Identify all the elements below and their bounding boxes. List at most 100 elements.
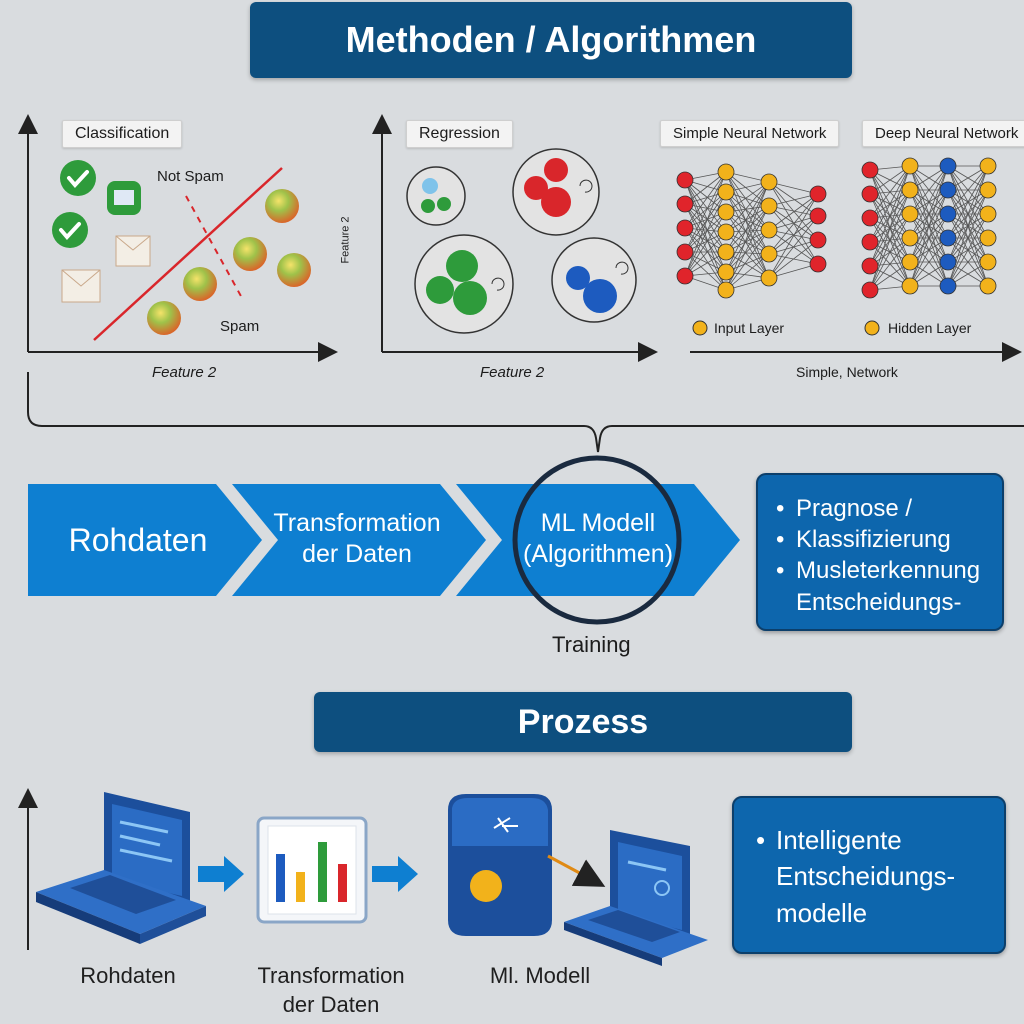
flow-model-line1: ML Modell xyxy=(540,509,656,537)
network-edge xyxy=(684,171,727,253)
network-edge xyxy=(684,191,727,253)
cluster-blue xyxy=(551,237,637,323)
network-edge xyxy=(725,205,770,273)
network-node xyxy=(760,173,778,191)
network-edge xyxy=(684,203,727,253)
network-node xyxy=(939,229,957,247)
network-node xyxy=(901,205,919,223)
network-node xyxy=(809,231,827,249)
flow-model-line2: (Algorithmen) xyxy=(522,540,674,569)
regression-axes xyxy=(372,114,658,362)
network-node xyxy=(676,171,694,189)
network-node xyxy=(809,185,827,203)
network-edge xyxy=(725,229,770,291)
envelope-icon xyxy=(61,269,101,303)
network-edge xyxy=(684,171,727,229)
network-node xyxy=(861,257,879,275)
network-node xyxy=(760,269,778,287)
network-edge xyxy=(768,193,819,279)
not-spam-label: Not Spam xyxy=(157,168,224,185)
spam-label: Spam xyxy=(220,318,260,335)
network-edge xyxy=(684,203,727,273)
legend-input-label: Input Layer xyxy=(714,320,785,336)
network-node xyxy=(939,277,957,295)
network-node xyxy=(939,181,957,199)
network-node xyxy=(901,277,919,295)
network-node xyxy=(861,281,879,299)
network-edge xyxy=(684,211,727,253)
network-edge xyxy=(909,189,949,287)
process-result-line2: Entscheidungs- xyxy=(776,861,956,892)
legend-hidden-dot xyxy=(864,320,880,336)
network-node xyxy=(901,253,919,271)
network-edge xyxy=(947,213,989,287)
network-node xyxy=(676,195,694,213)
envelope-icon xyxy=(115,235,151,267)
arrow-right-icon xyxy=(372,856,418,892)
flow-transformation-line1: Transformation xyxy=(273,509,441,537)
regression-tag: Regression xyxy=(406,120,513,148)
laptop-icon xyxy=(36,792,206,944)
flow-transformation-line2: der Daten xyxy=(302,540,412,569)
process-result-line3: modelle xyxy=(776,897,868,928)
network-node xyxy=(717,243,735,261)
network-edge xyxy=(869,213,911,291)
margin-line xyxy=(185,195,243,299)
network-node xyxy=(979,253,997,271)
flow-transformation-label: Transformation der Daten xyxy=(262,508,452,571)
decision-boundary xyxy=(93,167,283,341)
network-edge xyxy=(725,229,770,273)
network-node xyxy=(809,207,827,225)
legend-hidden-label: Hidden Layer xyxy=(888,320,972,336)
network-edge xyxy=(725,181,770,253)
network-edge xyxy=(768,215,819,231)
network-edge xyxy=(909,165,949,239)
cluster-red xyxy=(512,148,600,236)
network-edge xyxy=(869,237,911,291)
mail-badge-icon xyxy=(107,181,141,215)
network-edge xyxy=(684,211,727,277)
network-node xyxy=(676,219,694,237)
network-node xyxy=(939,253,957,271)
process-result-line1: Intelligente xyxy=(754,822,994,859)
deep-network-tag: Deep Neural Network xyxy=(862,120,1024,147)
network-edge xyxy=(909,165,949,215)
process-step-rohdaten: Rohdaten xyxy=(80,963,176,988)
flow-step-model xyxy=(456,484,740,596)
network-node xyxy=(861,185,879,203)
classification-tag: Classification xyxy=(62,120,183,148)
network-edge xyxy=(768,215,819,279)
network-edge xyxy=(725,191,770,255)
network-edge xyxy=(725,181,770,213)
network-edge xyxy=(725,181,770,273)
model-box-icon xyxy=(448,794,552,936)
network-edge xyxy=(768,239,819,279)
chart-icon xyxy=(256,816,368,924)
network-node xyxy=(901,181,919,199)
cluster-green xyxy=(414,234,514,334)
spam-point xyxy=(265,189,299,223)
flow-step-transformation xyxy=(232,484,486,596)
network-edge xyxy=(684,191,727,277)
network-edge xyxy=(725,253,770,291)
network-edge xyxy=(684,227,727,273)
network-node xyxy=(717,223,735,241)
network-node xyxy=(979,181,997,199)
spam-point xyxy=(233,237,267,271)
spam-point xyxy=(147,301,181,335)
network-x-label: Simple, Network xyxy=(796,364,898,380)
network-node xyxy=(717,163,735,181)
process-step-transformation-line2: der Daten xyxy=(282,991,380,1017)
result-item: Musleterkennung xyxy=(774,555,992,586)
network-node xyxy=(676,243,694,261)
network-edge xyxy=(684,191,727,229)
network-edge xyxy=(768,181,819,195)
network-node xyxy=(901,157,919,175)
regression-x-label: Feature 2 xyxy=(480,364,545,381)
pipeline-result-list: Pragnose / Klassifizierung Musleterkennu… xyxy=(774,493,992,618)
network-node xyxy=(939,205,957,223)
network-edge xyxy=(947,189,989,287)
laptop-icon xyxy=(564,830,708,966)
regression-y-label: Feature 2 xyxy=(339,216,352,264)
network-edge xyxy=(684,171,727,205)
